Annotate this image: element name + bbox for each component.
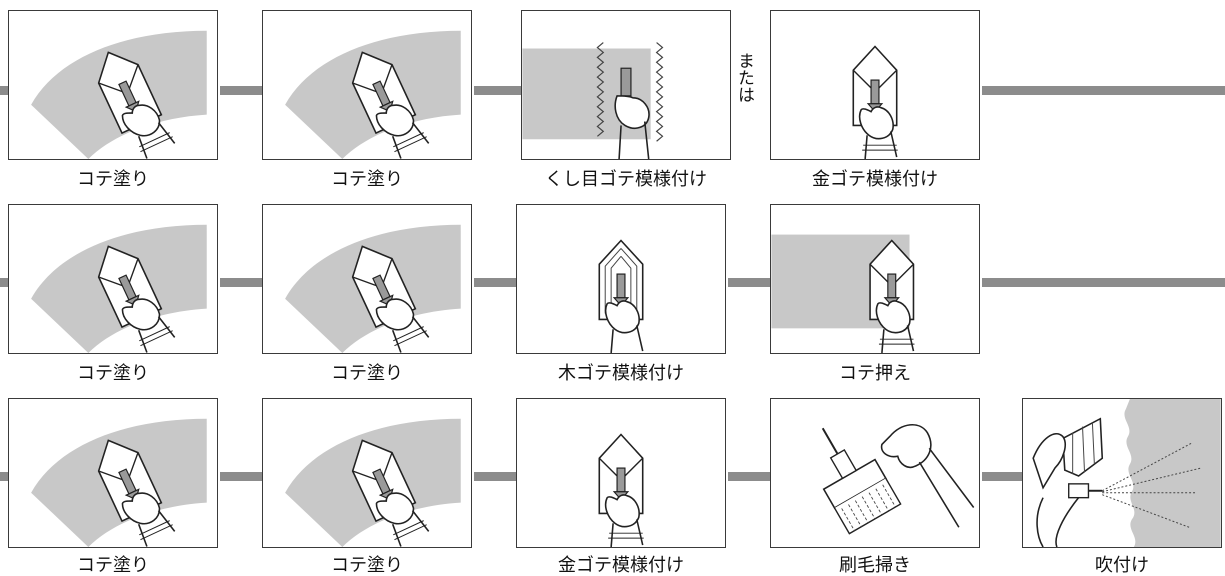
trowel-apply-icon [9, 205, 217, 353]
flow-connector [728, 278, 770, 287]
or-note: または [734, 52, 754, 103]
step-label: コテ塗り [331, 363, 403, 384]
steel-trowel-pattern-icon [517, 399, 725, 547]
comb-trowel-pattern-icon [522, 41, 664, 159]
flow-connector [982, 278, 1225, 287]
flow-connector [220, 86, 262, 95]
flow-connector [982, 472, 1022, 481]
flow-connector [474, 472, 516, 481]
step-panel [262, 398, 472, 548]
step-panel [516, 204, 726, 354]
flow-connector [220, 278, 262, 287]
spray-gun-icon [1032, 399, 1221, 547]
step-label: 刷毛掃き [839, 555, 911, 576]
step-label: コテ塗り [331, 555, 403, 576]
step-panel [262, 10, 472, 160]
trowel-apply-icon [9, 11, 217, 159]
flow-connector [728, 472, 770, 481]
step-label: 吹付け [1095, 555, 1149, 576]
step-label: 金ゴテ模様付け [812, 169, 938, 190]
flow-connector [0, 278, 8, 287]
brush-sweep-icon [796, 412, 975, 535]
step-label: 木ゴテ模様付け [558, 363, 684, 384]
step-label: コテ塗り [331, 169, 403, 190]
step-panel [8, 10, 218, 160]
step-label: 金ゴテ模様付け [558, 555, 684, 576]
trowel-apply-icon [9, 399, 217, 547]
flow-connector [0, 86, 8, 95]
flow-connector [982, 86, 1225, 95]
step-panel [770, 398, 980, 548]
step-label: コテ押え [839, 363, 911, 384]
step-panel [516, 398, 726, 548]
trowel-apply-icon [263, 205, 471, 353]
step-panel [1022, 398, 1222, 548]
step-label: くし目ゴテ模様付け [545, 169, 707, 190]
trowel-apply-icon [263, 399, 471, 547]
trowel-apply-icon [263, 11, 471, 159]
step-panel [770, 204, 980, 354]
step-panel [8, 204, 218, 354]
step-label: コテ塗り [77, 555, 149, 576]
flow-connector [220, 472, 262, 481]
step-label: コテ塗り [77, 363, 149, 384]
step-panel [262, 204, 472, 354]
flow-connector [0, 472, 8, 481]
step-panel [521, 10, 731, 160]
flow-connector [474, 278, 516, 287]
flow-connector [474, 86, 522, 95]
trowel-press-icon [771, 205, 979, 353]
step-panel [8, 398, 218, 548]
steel-trowel-pattern-icon [771, 11, 979, 159]
wood-trowel-pattern-icon [598, 239, 644, 353]
step-panel [770, 10, 980, 160]
step-label: コテ塗り [77, 169, 149, 190]
